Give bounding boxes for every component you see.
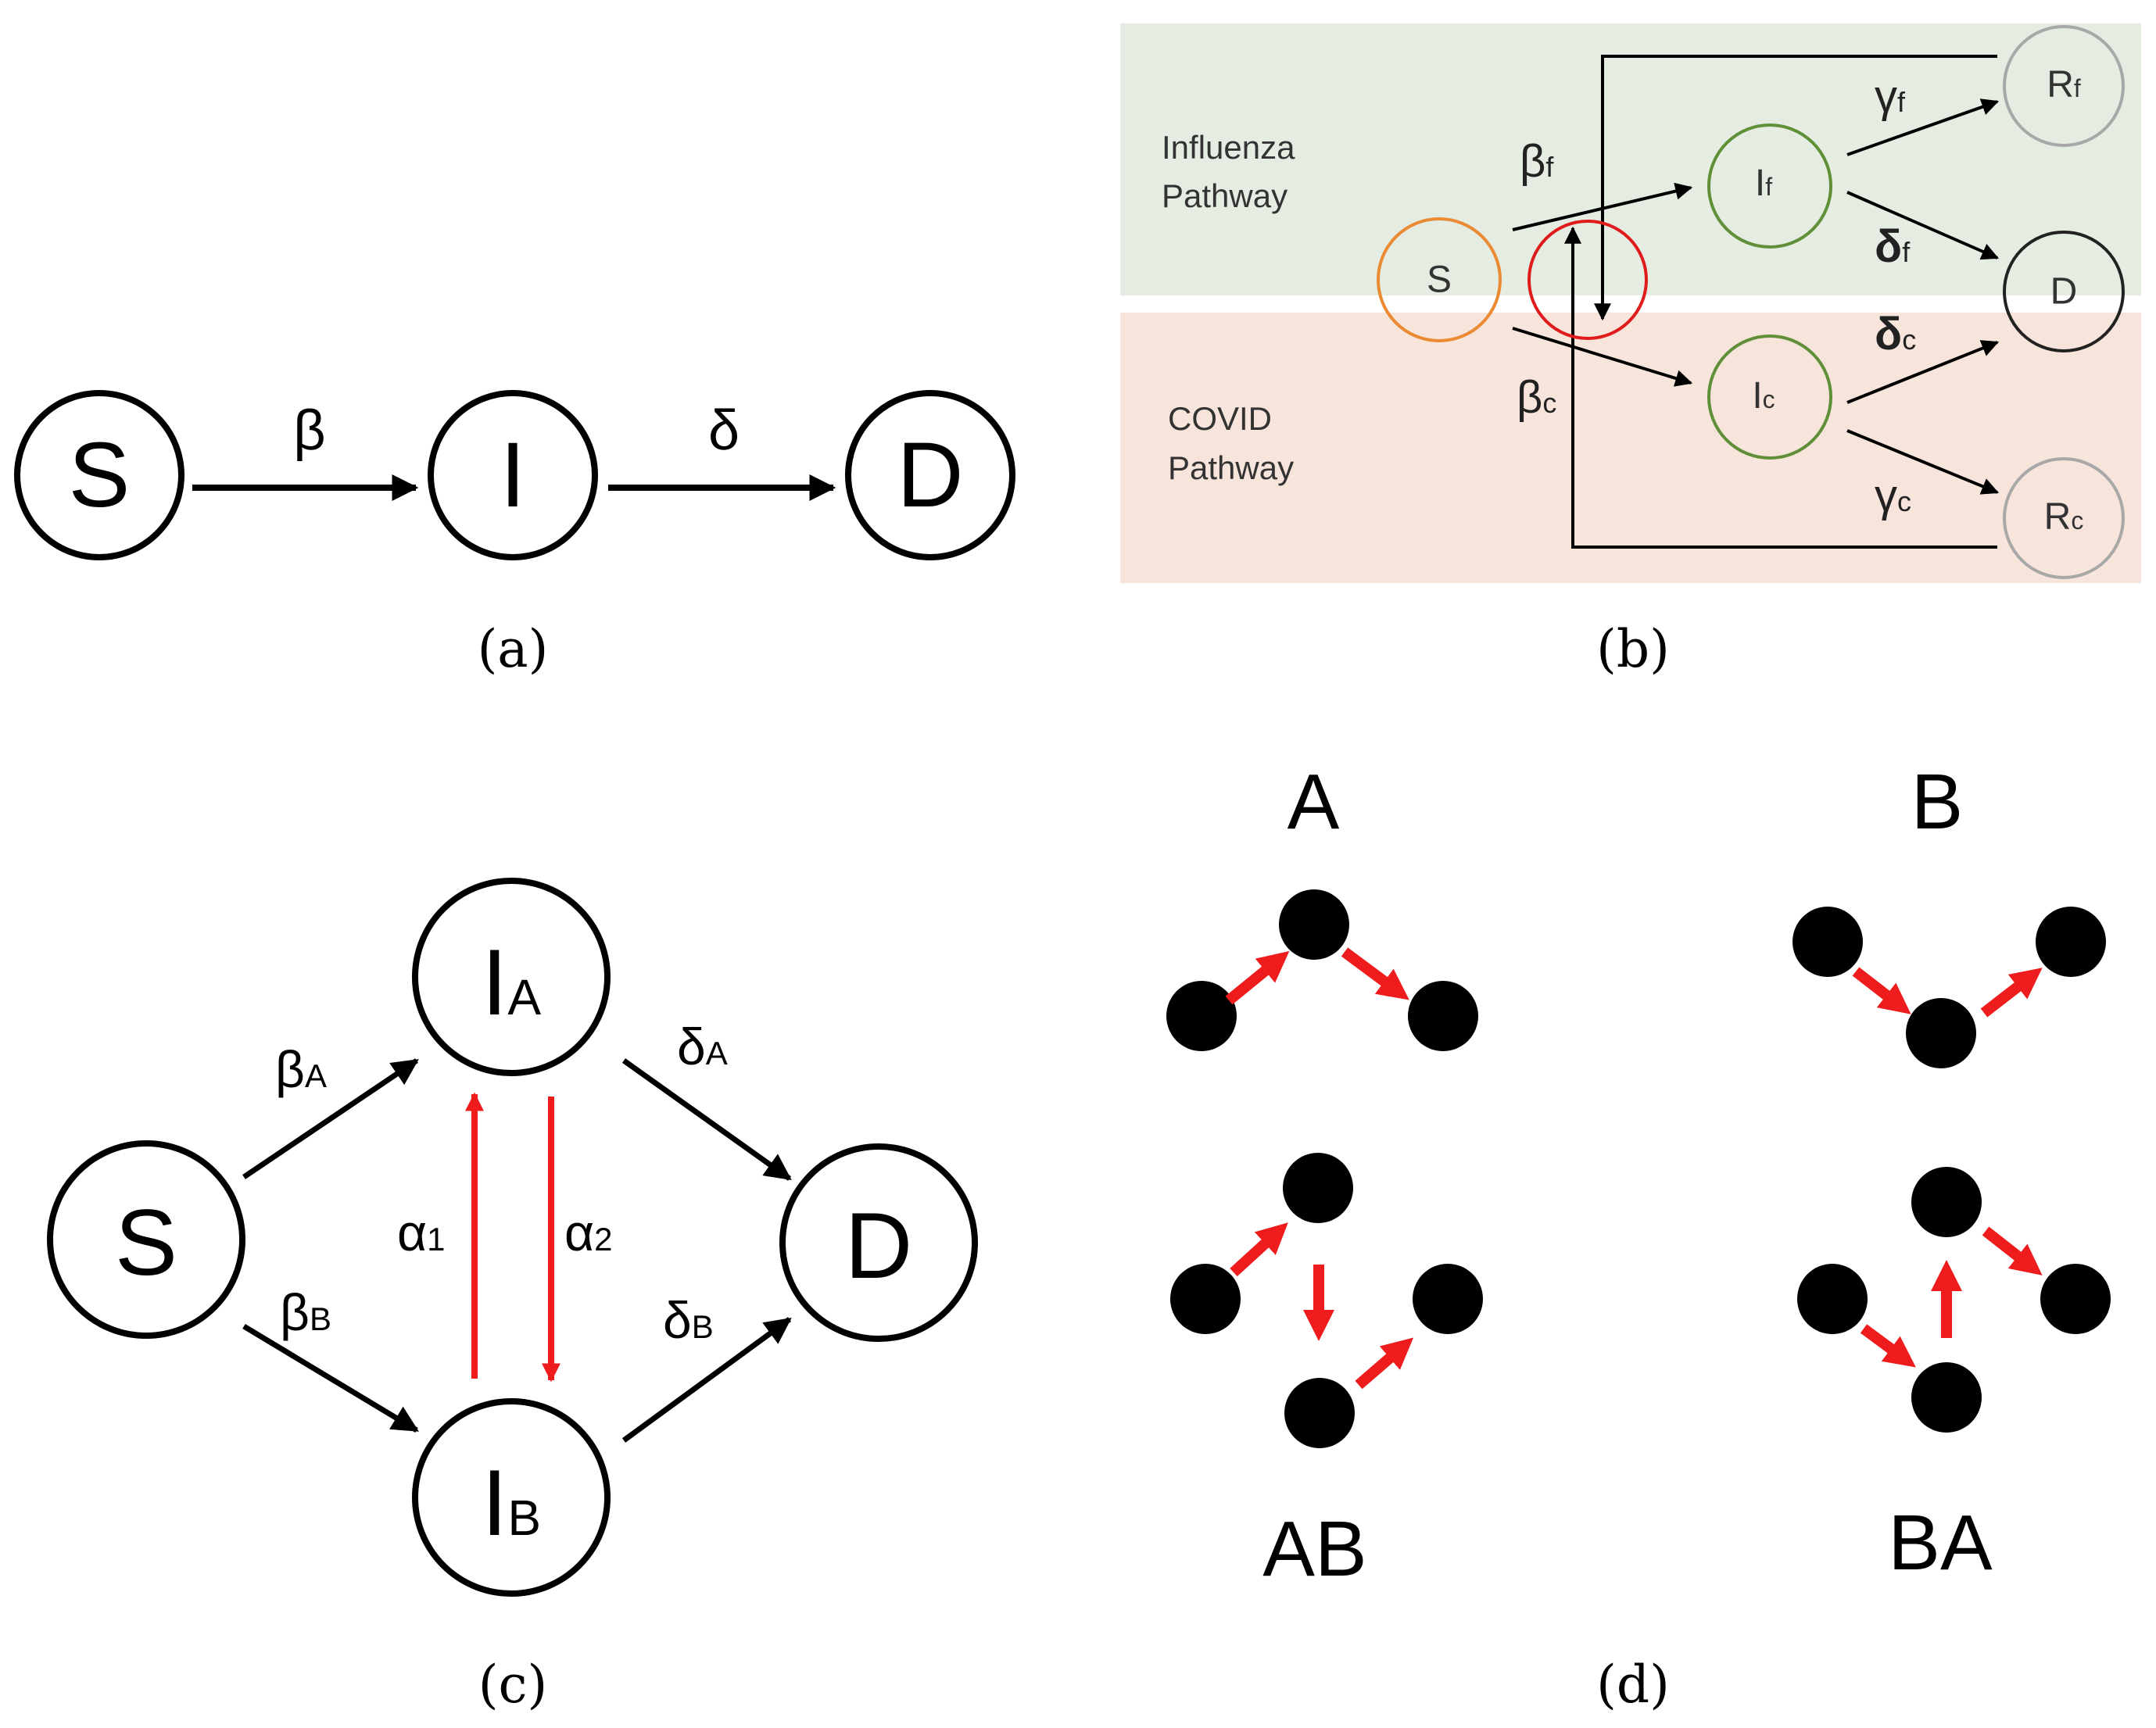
edge-ib-to-d: [621, 1317, 792, 1443]
node-ib-label: IB: [482, 1451, 541, 1555]
motif-node: [1284, 1378, 1355, 1448]
node-ib: [412, 1398, 611, 1597]
edge-delta-b-label: δB: [663, 1291, 714, 1349]
motif-arrow: [1980, 968, 2043, 1018]
motif-node: [1911, 1362, 1982, 1433]
node-rf: [2003, 25, 2125, 147]
panel-d-caption: (d): [1596, 1655, 1670, 1715]
motif-arrow: [1860, 1324, 1916, 1368]
motif-arrow: [1982, 1226, 2043, 1275]
node-d-label: D: [2050, 271, 2078, 313]
motif-node: [1797, 1264, 1868, 1334]
influenza-band: [1120, 23, 2141, 295]
node-s-label: S: [115, 1190, 177, 1295]
node-d: [845, 390, 1015, 560]
edge-beta-label: β: [293, 399, 325, 462]
feedback-rf-line: [1594, 55, 1997, 321]
motif-node: [1283, 1153, 1353, 1223]
motif-ba: [1797, 1167, 2111, 1433]
motif-node: [1166, 981, 1237, 1051]
node-d: [779, 1143, 978, 1342]
node-ic-label: Ic: [1752, 375, 1775, 417]
node-rf-label: Rf: [2047, 64, 2081, 106]
motif-a-label: A: [1288, 758, 1340, 846]
node-s: [1377, 217, 1502, 342]
edge-s-to-ia: [242, 1058, 419, 1179]
covid-band-label-line1: COVID: [1168, 400, 1272, 437]
edge-if-to-rf: [1846, 98, 2000, 156]
node-ic: [1707, 335, 1832, 460]
feedback-rc-line: [1564, 226, 1997, 549]
edge-delta-f-label: δf: [1875, 221, 1911, 272]
motif-b-label: B: [1911, 758, 1964, 846]
covid-band-label-line2: Pathway: [1168, 449, 1294, 486]
panel-b: Influenza Pathway COVID Pathway S If Ic …: [1120, 23, 2141, 679]
edge-beta-a-label: βA: [275, 1040, 327, 1098]
motif-b: [1792, 907, 2106, 1068]
edge-s-to-ib: [242, 1324, 419, 1433]
motif-arrow: [1225, 950, 1290, 1005]
edge-ic-to-d: [1846, 340, 2000, 404]
panel-c: S IA IB D βA βB δA δB α1 α2 (c): [47, 878, 978, 1715]
edge-gamma-f-label: γf: [1875, 71, 1906, 122]
influenza-band-label-line1: Influenza: [1162, 129, 1295, 166]
edge-s-to-if: [1512, 182, 1693, 231]
motif-node: [1413, 1264, 1483, 1334]
edge-delta-c-label: δc: [1875, 309, 1916, 360]
node-if: [1707, 123, 1832, 249]
motif-node: [2036, 907, 2106, 977]
motif-node: [2040, 1264, 2111, 1334]
motif-node: [1911, 1167, 1982, 1237]
node-s: [14, 390, 184, 560]
node-ia-label: IA: [482, 930, 541, 1035]
motif-node: [1279, 889, 1349, 960]
edge-ia-to-d: [621, 1058, 792, 1181]
motif-arrow: [1852, 967, 1911, 1014]
edge-s-to-ic: [1512, 327, 1693, 387]
influenza-band-label-line2: Pathway: [1162, 177, 1288, 214]
edge-if-to-d: [1846, 191, 2000, 260]
edge-ic-to-rc: [1846, 429, 2000, 495]
node-rc: [2003, 457, 2125, 579]
panel-c-caption: (c): [478, 1655, 547, 1715]
edge-beta-f-label: βf: [1520, 136, 1554, 187]
node-i-label: I: [500, 424, 526, 527]
node-s-label: S: [1427, 259, 1452, 301]
node-d: [2003, 231, 2125, 352]
edge-alpha2-label: α2: [564, 1204, 613, 1261]
covid-band: [1120, 313, 2141, 583]
edge-beta-b-label: βB: [280, 1283, 331, 1341]
motif-ab-label: AB: [1262, 1505, 1366, 1593]
node-i: [428, 390, 598, 560]
node-rc-label: Rc: [2044, 496, 2084, 538]
edge-delta-a-label: δA: [677, 1018, 728, 1075]
panel-b-caption: (b): [1596, 619, 1670, 679]
motif-node: [1792, 907, 1863, 977]
motif-arrow: [1230, 1222, 1288, 1277]
panel-d: A B AB BA: [1166, 758, 2111, 1715]
panel-a: S I D β δ (a): [14, 390, 1015, 679]
node-ia: [412, 878, 611, 1076]
edge-beta-c-label: βc: [1517, 372, 1556, 423]
motif-node: [1906, 998, 1976, 1068]
edge-gamma-c-label: γc: [1875, 470, 1911, 521]
motif-ba-label: BA: [1888, 1499, 1993, 1587]
node-s: [47, 1140, 245, 1339]
edge-delta-label: δ: [708, 399, 740, 462]
node-d-label: D: [897, 424, 963, 527]
motif-arrow: [1341, 947, 1409, 1000]
edge-alpha1-label: α1: [397, 1204, 446, 1261]
motif-ab: [1170, 1153, 1483, 1448]
motif-a: [1166, 889, 1478, 1051]
coinfection-circle: [1527, 220, 1648, 340]
node-s-label: S: [69, 424, 131, 527]
panel-a-caption: (a): [478, 619, 549, 679]
motif-node: [1170, 1264, 1241, 1334]
node-if-label: If: [1755, 163, 1772, 204]
motif-node: [1408, 981, 1478, 1051]
node-d-label: D: [845, 1193, 913, 1298]
motif-arrow: [1355, 1337, 1414, 1390]
